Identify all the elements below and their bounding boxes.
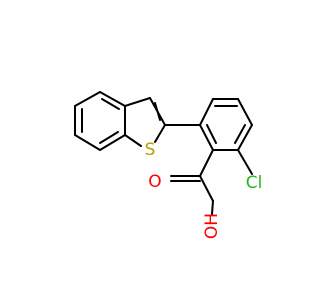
chlorine-atom-label: Cl xyxy=(246,173,263,193)
hydroxyl-label: OH xyxy=(202,213,222,239)
sulfur-atom-label: S xyxy=(145,140,156,160)
thiophene-ring xyxy=(124,97,166,147)
carboxylic-acid-group xyxy=(170,149,214,215)
chemical-structure-diagram: S O OH Cl xyxy=(74,91,263,239)
chlorine-bond xyxy=(237,149,253,175)
benzo-ring xyxy=(74,91,126,151)
benzoic-acid-ring xyxy=(199,98,253,151)
carbonyl-oxygen-label: O xyxy=(148,172,161,192)
